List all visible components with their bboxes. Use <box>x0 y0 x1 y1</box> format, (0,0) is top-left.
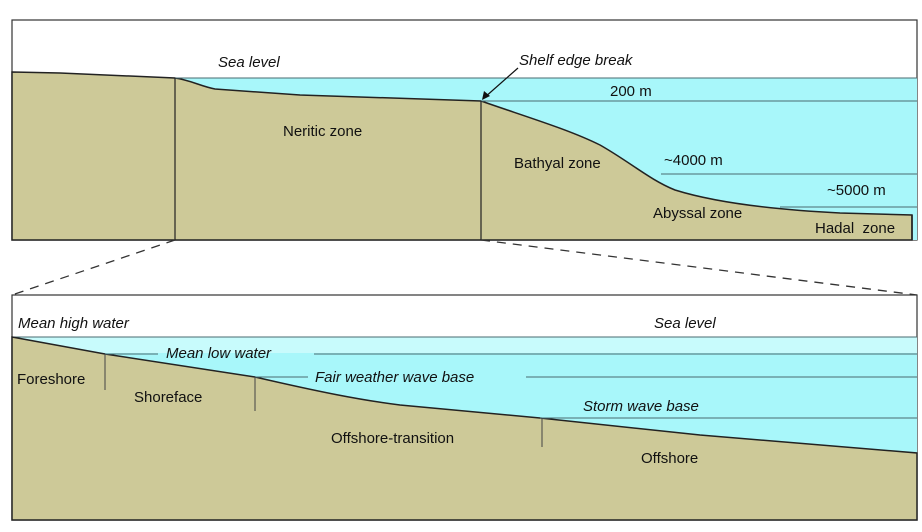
offshore-transition-label: Offshore-transition <box>331 430 454 447</box>
neritic-zone-label: Neritic zone <box>283 123 362 140</box>
zoom-connector-right <box>480 239 918 296</box>
sea-level-label: Sea level <box>654 315 716 332</box>
hadal-zone-label: Hadal zone <box>815 220 895 237</box>
offshore-label: Offshore <box>641 450 698 467</box>
depth-4000-label: ~4000 m <box>664 152 723 169</box>
zoom-connector-left <box>11 239 176 296</box>
depth-5000-label: ~5000 m <box>827 182 886 199</box>
shelf-edge-arrow <box>483 67 519 99</box>
sea-level-label: Sea level <box>218 54 280 71</box>
fair-weather-wave-base-label: Fair weather wave base <box>315 369 474 386</box>
storm-wave-base-label: Storm wave base <box>583 398 699 415</box>
mean-low-water-label: Mean low water <box>166 345 272 362</box>
seafloor-profile <box>11 71 913 241</box>
mean-high-water-label: Mean high water <box>18 315 130 332</box>
bottom-panel: Mean high water Sea level Mean low water… <box>11 294 918 521</box>
shoreface-label: Shoreface <box>134 389 202 406</box>
abyssal-zone-label: Abyssal zone <box>653 205 742 222</box>
foreshore-label: Foreshore <box>17 371 85 388</box>
depth-200-label: 200 m <box>610 83 652 100</box>
arrow-head-icon <box>482 91 490 100</box>
shore-profile <box>11 336 918 521</box>
shelf-edge-break-label: Shelf edge break <box>519 52 634 69</box>
intertidal-band <box>12 337 917 353</box>
top-panel: Sea level Shelf edge break 200 m ~4000 m… <box>11 19 918 241</box>
bathyal-zone-label: Bathyal zone <box>514 155 601 172</box>
